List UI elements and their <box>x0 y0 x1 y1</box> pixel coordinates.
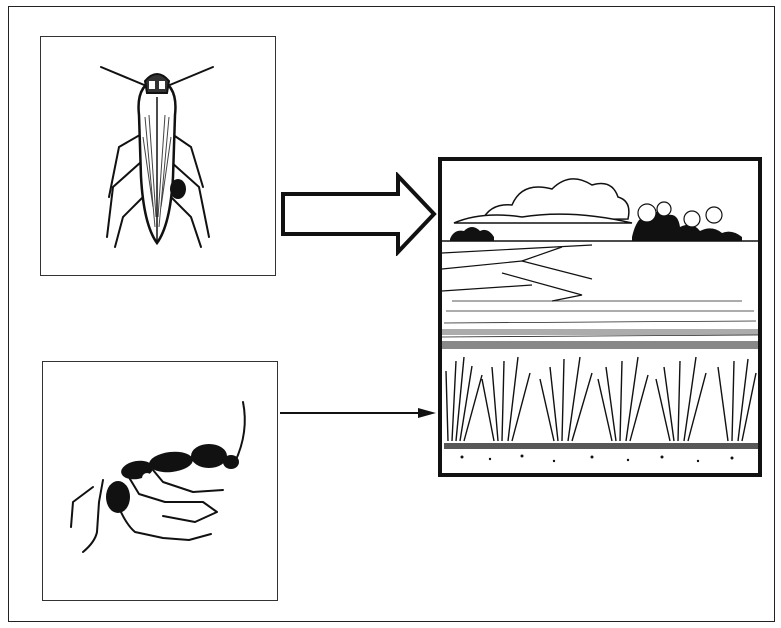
thin-line-arrow <box>278 406 440 420</box>
rice-field-panel <box>438 157 762 477</box>
rice-field-landscape-icon <box>442 161 758 473</box>
hollow-block-arrow <box>280 172 440 256</box>
planthopper-insect-icon <box>41 37 274 274</box>
ant-predator-icon <box>43 362 276 599</box>
planthopper-panel <box>40 36 276 276</box>
predator-panel <box>42 361 278 601</box>
